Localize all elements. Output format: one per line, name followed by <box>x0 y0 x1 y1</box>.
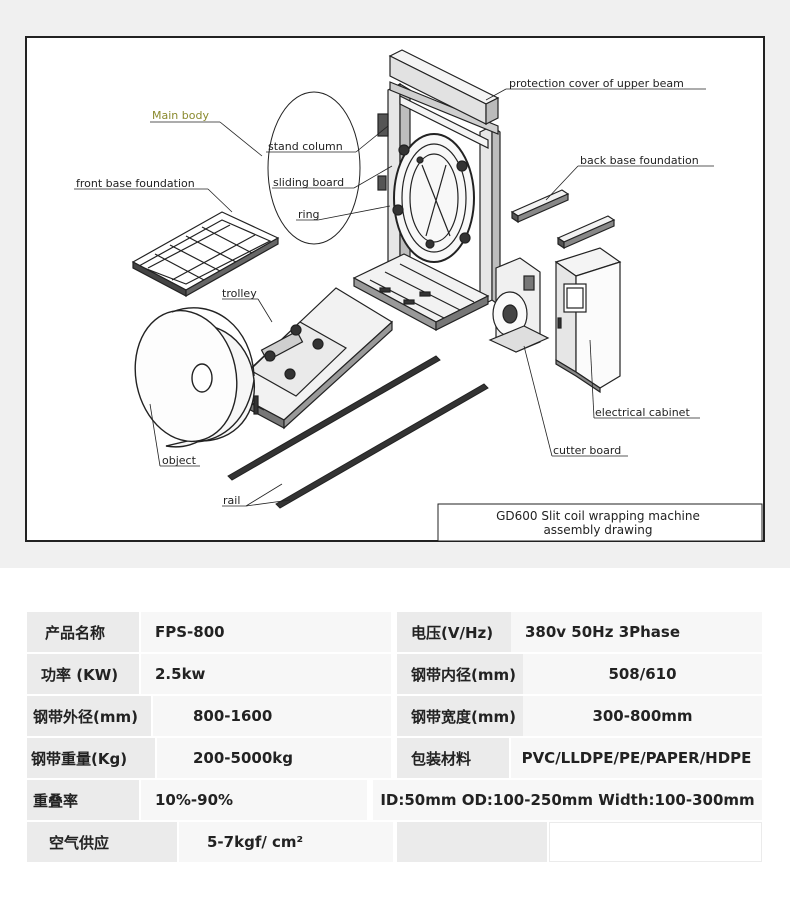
main-body-shape <box>352 81 501 332</box>
spec-label: 产品名称 <box>27 612 139 652</box>
label-electrical-cabinet: electrical cabinet <box>595 406 690 419</box>
trolley-shape <box>226 287 393 430</box>
front-base-foundation-shape <box>131 211 280 298</box>
spec-value: FPS-800 <box>141 612 391 652</box>
spec-value: ID:50mm OD:100-250mm Width:100-300mm <box>373 780 762 820</box>
spec-blank-cell <box>549 822 762 862</box>
label-ring: ring <box>298 208 320 221</box>
title-block-line1: GD600 Slit coil wrapping machine <box>496 509 700 523</box>
spec-label: 重叠率 <box>27 780 139 820</box>
leader-lines <box>74 88 714 507</box>
spec-label: 钢带内径(mm) <box>397 654 523 694</box>
spec-label: 钢带外径(mm) <box>27 696 151 736</box>
spec-value: 200-5000kg <box>157 738 391 778</box>
rail-shape <box>227 355 489 509</box>
label-rail: rail <box>223 494 240 507</box>
label-back-base-foundation: back base foundation <box>580 154 699 167</box>
spec-value: PVC/LLDPE/PE/PAPER/HDPE <box>511 738 762 778</box>
cutter-board-shape <box>488 257 550 353</box>
spec-value: 800-1600 <box>153 696 391 736</box>
spec-value: 2.5kw <box>141 654 391 694</box>
object-coil-shape <box>134 307 255 448</box>
spec-value: 10%-90% <box>141 780 367 820</box>
spec-value: 5-7kgf/ cm² <box>179 822 393 862</box>
spec-label: 电压(V/Hz) <box>397 612 511 652</box>
label-protection-cover: protection cover of upper beam <box>509 77 684 90</box>
title-block-line2: assembly drawing <box>543 523 652 537</box>
label-stand-column: stand column <box>268 140 343 153</box>
electrical-cabinet-shape <box>554 247 622 394</box>
spec-value: 380v 50Hz 3Phase <box>511 612 762 652</box>
spec-label: 功率 (KW) <box>27 654 139 694</box>
protection-cover-shape <box>388 49 500 125</box>
label-trolley: trolley <box>222 287 257 300</box>
spec-label: 包装材料 <box>397 738 509 778</box>
back-base-foundation-shape <box>510 189 616 250</box>
title-block <box>437 503 763 542</box>
label-object: object <box>162 454 197 467</box>
spec-label: 空气供应 <box>27 822 177 862</box>
spec-value: 300-800mm <box>523 696 762 736</box>
spec-label: 钢带重量(Kg) <box>27 738 155 778</box>
spec-blank-cell <box>397 822 547 862</box>
label-sliding-board: sliding board <box>273 176 344 189</box>
assembly-drawing: Main body stand column sliding board rin… <box>25 36 765 542</box>
label-cutter-board: cutter board <box>553 444 621 457</box>
main-body-callout-ellipse <box>267 91 361 245</box>
spec-label: 钢带宽度(mm) <box>397 696 523 736</box>
label-front-base-foundation: front base foundation <box>76 177 195 190</box>
label-main-body: Main body <box>152 109 209 122</box>
spec-value: 508/610 <box>523 654 762 694</box>
assembly-drawing-area: Main body stand column sliding board rin… <box>0 0 790 568</box>
